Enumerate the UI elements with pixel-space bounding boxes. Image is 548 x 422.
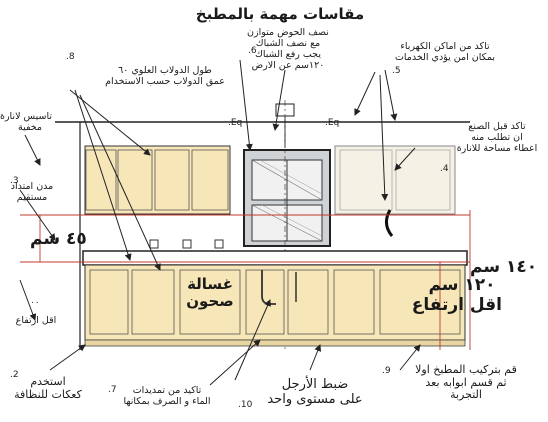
cable	[385, 209, 394, 237]
upper-cabinets	[84, 145, 456, 215]
note-number-10: 10.	[238, 400, 253, 410]
note-hidden-lighting: تاسيس لانارة مخفية	[0, 111, 52, 133]
countertop	[82, 250, 468, 266]
note-lighting-space: تاكد قبل الصنع ان تطلب منه اعطاء مساحة ل…	[456, 121, 538, 154]
note-number-6: 6.	[248, 46, 257, 56]
toe-kick	[84, 339, 466, 347]
leader-arrows	[19, 59, 421, 386]
note-minimum-height: اقل ارتفاع	[15, 315, 57, 326]
note-water-drain: تاكيد من تمديدات الماء و الصرف بمكانها	[123, 385, 211, 407]
note-number-9: 9.	[382, 366, 391, 376]
note-electrical-location: تاكد من اماكن الكهرباء بمكان امن يؤدي ال…	[394, 41, 496, 63]
eq-label-left: Eq.	[228, 118, 243, 128]
dimension-120cm-min: ١٢٠ سم اقل ارتفاع	[411, 275, 502, 315]
note-number-dot-left: ٠٠	[30, 298, 40, 308]
window	[243, 149, 331, 247]
note-sink-window-center: نصف الحوض متوازن مع نصف الشباك يجب رفع ا…	[247, 27, 329, 71]
base-cabinets	[84, 264, 466, 347]
label-dishwasher: غسالة صحون	[186, 275, 234, 311]
note-number-2: 2.	[10, 370, 19, 380]
note-level-legs: ضبط الأرجل على مستوى واحد	[267, 377, 363, 407]
note-number-7: 7.	[108, 385, 117, 395]
dimension-45cm: ٤٥ سم	[30, 229, 87, 249]
note-install-first: قم بتركيب المطبخ اولا ثم قسم ابوابه بعد …	[415, 363, 517, 402]
dimension-140cm: ١٤٠ سم	[470, 257, 538, 277]
note-cleaning-kick: استخدم كعكات للنظافة	[14, 375, 82, 401]
note-number-3: 3.	[10, 176, 19, 186]
dimension-lines	[20, 210, 471, 350]
wall-sockets	[149, 239, 224, 249]
diagram-title: مقاسات مهمة بالمطبخ	[195, 5, 365, 23]
note-number-5: 5.	[392, 66, 401, 76]
note-upper-cabinet: طول الدولاب العلوي ٦٠ عمق الدولاب حسب ال…	[105, 65, 225, 87]
note-straight-extension: مدن امتداد مستقيم	[10, 181, 54, 203]
note-number-8: 8.	[66, 52, 75, 62]
eq-label-right: Eq.	[325, 118, 340, 128]
note-number-4: 4.	[440, 164, 449, 174]
